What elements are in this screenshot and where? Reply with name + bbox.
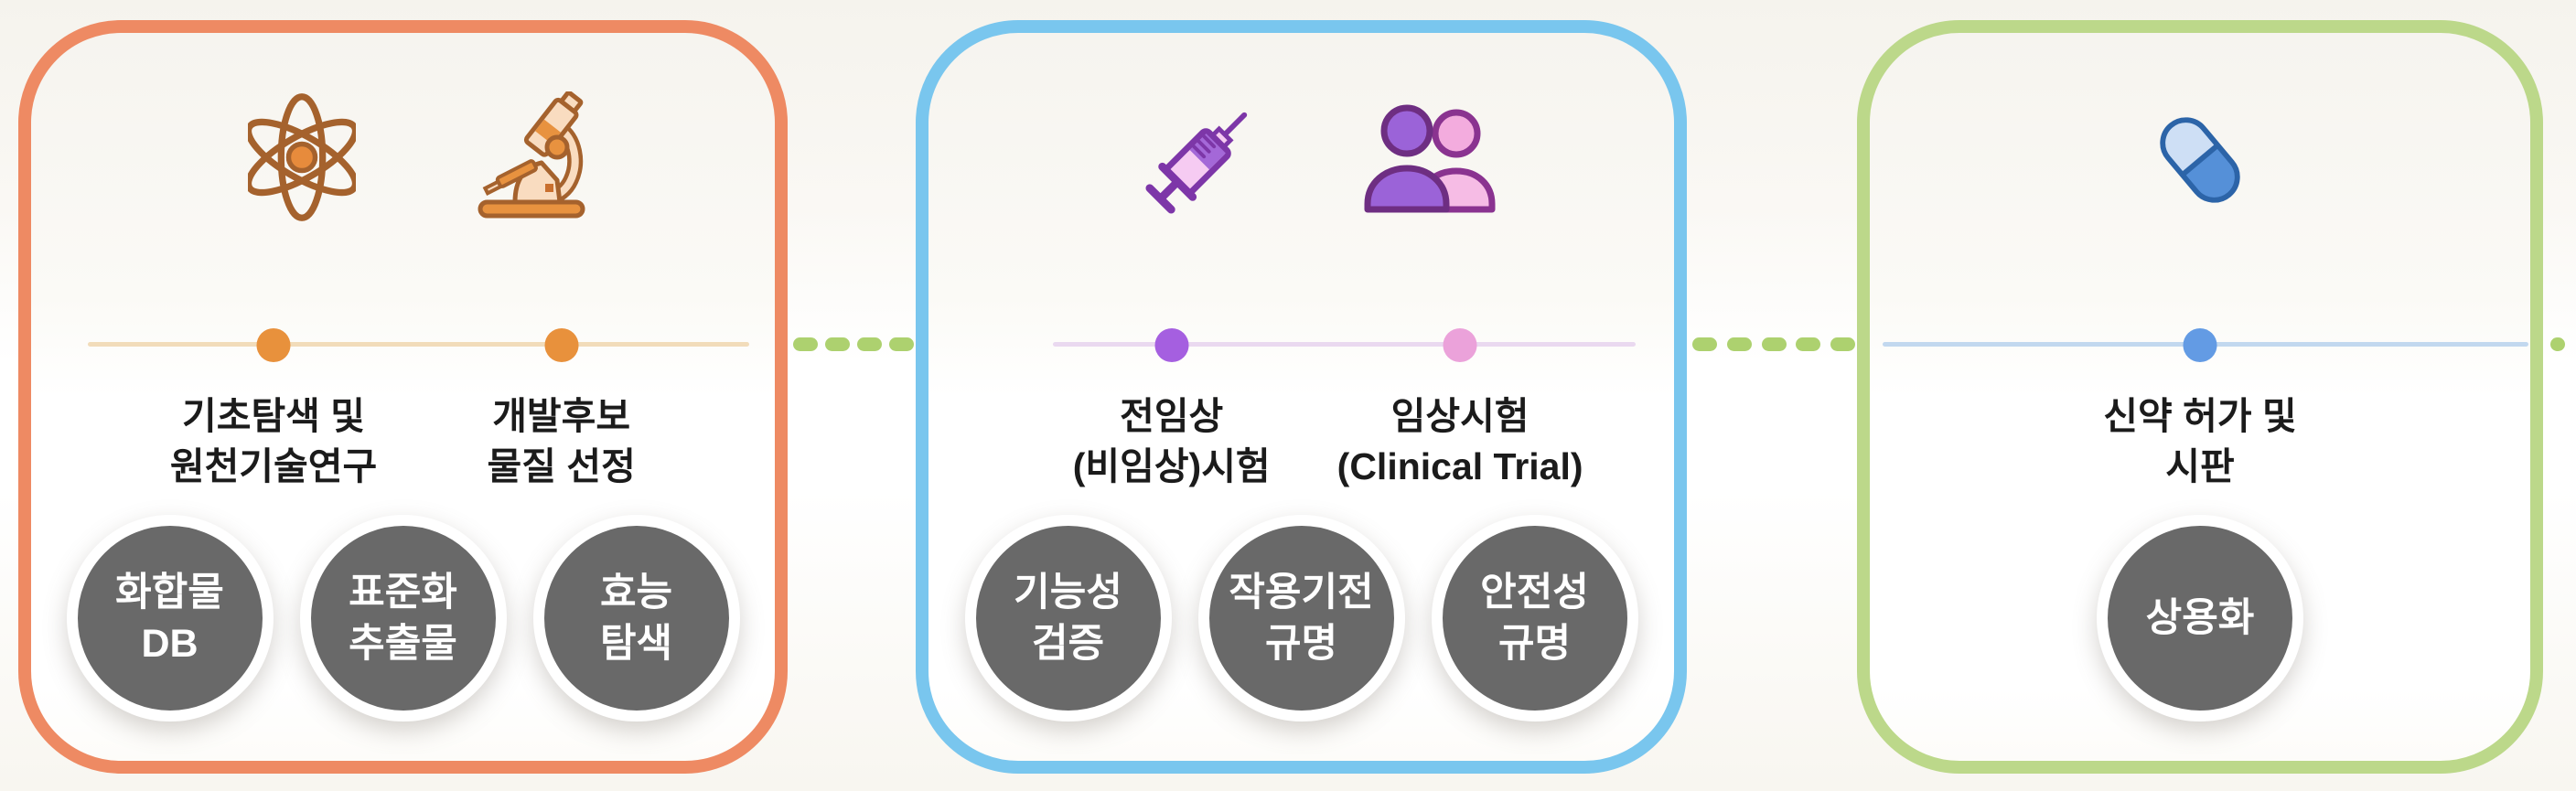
- pill-icon: [2142, 102, 2258, 218]
- timeline: [88, 342, 749, 347]
- stage-label: 기초탐색 및 원천기술연구: [169, 395, 378, 487]
- dashed-connector: [1692, 337, 1855, 351]
- dashed-connector-stub: [2550, 337, 2576, 351]
- timeline-dot: [256, 328, 291, 362]
- timeline-dot: [1154, 328, 1189, 362]
- timeline-dot: [544, 328, 579, 362]
- keyword-bubbles: 상용화: [1883, 515, 2517, 722]
- timeline-dot: [2183, 328, 2217, 362]
- dashed-connector: [793, 337, 914, 351]
- stage-label: 전임상 (비임상)시험: [1072, 395, 1271, 487]
- stage-label: 개발후보 물질 선정: [487, 395, 636, 487]
- atom-icon: [247, 83, 356, 231]
- timeline-dot: [1443, 328, 1477, 362]
- keyword-bubble: 상용화: [2097, 515, 2303, 722]
- panel-approval-market: 신약 허가 및 시판 상용화: [1857, 20, 2543, 774]
- stage-label: 신약 허가 및 시판: [2103, 395, 2297, 487]
- syringe-icon: [1129, 88, 1272, 230]
- microscope-icon: [467, 91, 601, 219]
- people-icon: [1359, 102, 1506, 214]
- timeline: [1053, 342, 1636, 347]
- stage-label: 임상시험 (Clinical Trial): [1336, 395, 1583, 487]
